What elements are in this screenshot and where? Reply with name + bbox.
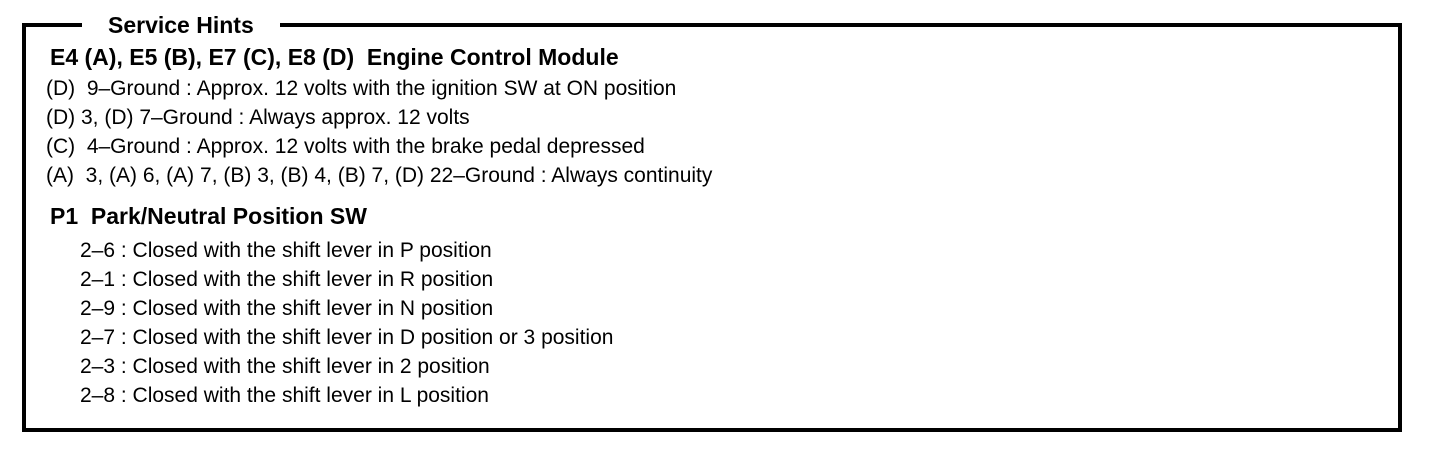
hint-line: 2–3 : Closed with the shift lever in 2 p… [80, 355, 490, 378]
hint-line: 2–6 : Closed with the shift lever in P p… [80, 239, 492, 262]
service-hints-box: Service Hints E4 (A), E5 (B), E7 (C), E8… [22, 11, 1402, 432]
service-hints-title: Service Hints [108, 12, 254, 38]
hint-line: (C) 4–Ground : Approx. 12 volts with the… [46, 135, 645, 158]
section-engine-control-module: E4 (A), E5 (B), E7 (C), E8 (D) Engine Co… [26, 43, 1398, 190]
hint-line: 2–1 : Closed with the shift lever in R p… [80, 268, 494, 291]
hint-line: 2–9 : Closed with the shift lever in N p… [80, 297, 494, 320]
hint-lines-engine-control-module: (D) 9–Ground : Approx. 12 volts with the… [26, 74, 1398, 190]
hint-line: 2–8 : Closed with the shift lever in L p… [80, 384, 489, 407]
hint-lines-park-neutral-position-sw: 2–6 : Closed with the shift lever in P p… [26, 236, 1398, 410]
hint-line: 2–7 : Closed with the shift lever in D p… [80, 326, 614, 349]
hint-line: (D) 9–Ground : Approx. 12 volts with the… [46, 77, 677, 100]
section-heading-engine-control-module: E4 (A), E5 (B), E7 (C), E8 (D) Engine Co… [50, 44, 619, 70]
section-heading-park-neutral-position-sw: P1 Park/Neutral Position SW [50, 203, 367, 229]
hint-line: (D) 3, (D) 7–Ground : Always approx. 12 … [46, 106, 470, 129]
hint-line: (A) 3, (A) 6, (A) 7, (B) 3, (B) 4, (B) 7… [46, 164, 713, 187]
section-park-neutral-position-sw: P1 Park/Neutral Position SW 2–6 : Closed… [26, 202, 1398, 410]
